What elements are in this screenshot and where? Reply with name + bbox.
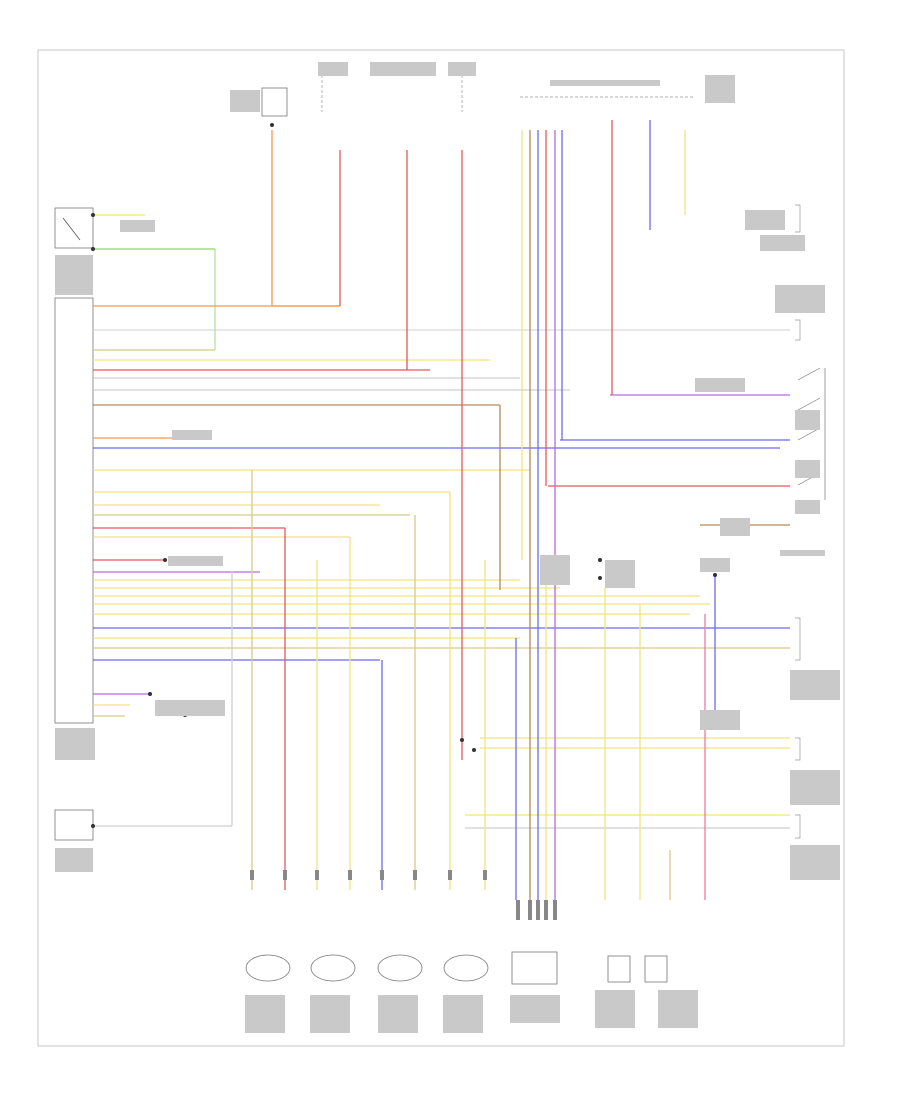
relay-switch-line (62, 217, 81, 241)
diagram-frame (37, 49, 845, 1047)
bottom-connector-pins (250, 870, 557, 920)
sensor-lf (245, 954, 291, 982)
control-module-strip (54, 297, 94, 724)
right-connector-5 (795, 814, 801, 839)
vertical-wires (231, 120, 716, 900)
wheel-sensors (245, 951, 668, 985)
steering-angle-sensor-box (54, 809, 94, 841)
right-connector-4 (795, 737, 801, 761)
sensor-rr (443, 954, 489, 982)
right-connector-3 (795, 617, 801, 661)
right-connector-1 (795, 204, 801, 233)
sensor-rf (310, 954, 356, 982)
top-switch-box (261, 87, 288, 117)
right-connector-2 (795, 319, 801, 341)
junction-dots (91, 123, 717, 828)
hydraulic-unit (511, 951, 558, 985)
horizontal-wires (93, 214, 790, 829)
valve-relay-box (644, 955, 668, 983)
right-switch-bracket (797, 367, 826, 500)
sensor-lr (377, 954, 423, 982)
pump-relay-box (607, 955, 631, 983)
relay-box-left (54, 207, 94, 249)
label-placeholders (55, 62, 840, 1033)
